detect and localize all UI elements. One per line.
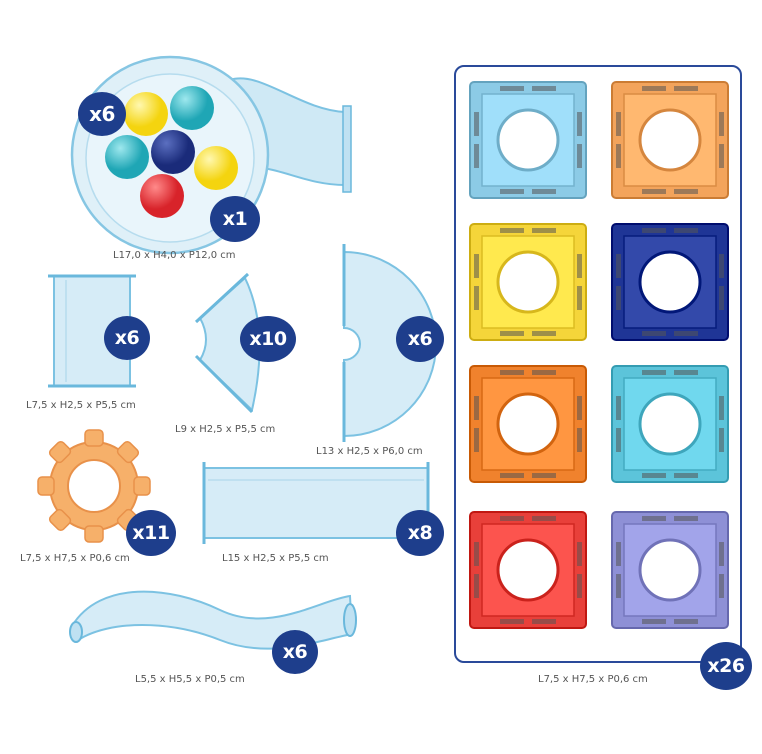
teal-marble xyxy=(105,135,149,179)
yellow-marble xyxy=(124,92,168,136)
curve-dimensions: L9 x H2,5 x P5,5 cm xyxy=(175,424,276,435)
tiles-count-badge: x26 xyxy=(700,642,752,690)
red-marble xyxy=(140,174,184,218)
bowl-dimensions: L17,0 x H4,0 x P12,0 cm xyxy=(113,250,236,261)
short-tube-count-badge: x6 xyxy=(104,316,150,360)
short-tube-dimensions: L7,5 x H2,5 x P5,5 cm xyxy=(26,400,136,411)
wave-tube-count-badge: x6 xyxy=(272,630,318,674)
magnetic-tiles-panel xyxy=(454,65,742,663)
tiles-dimensions: L7,5 x H7,5 x P0,6 cm xyxy=(538,674,648,685)
u-turn-dimensions: L13 x H2,5 x P6,0 cm xyxy=(316,446,423,457)
bowl-balls-count-badge: x6 xyxy=(78,92,126,136)
gear-count-badge: x11 xyxy=(126,510,176,556)
teal-marble xyxy=(170,86,214,130)
yellow-marble xyxy=(194,146,238,190)
u-turn-count-badge: x6 xyxy=(396,316,444,362)
bowl-count-badge: x1 xyxy=(210,196,260,242)
gear-dimensions: L7,5 x H7,5 x P0,6 cm xyxy=(20,553,130,564)
navy-marble xyxy=(151,130,195,174)
long-tube-count-badge: x8 xyxy=(396,510,444,556)
curve-count-badge: x10 xyxy=(240,316,296,362)
long-tube-dimensions: L15 x H2,5 x P5,5 cm xyxy=(222,553,329,564)
wave-tube-dimensions: L5,5 x H5,5 x P0,5 cm xyxy=(135,674,245,685)
